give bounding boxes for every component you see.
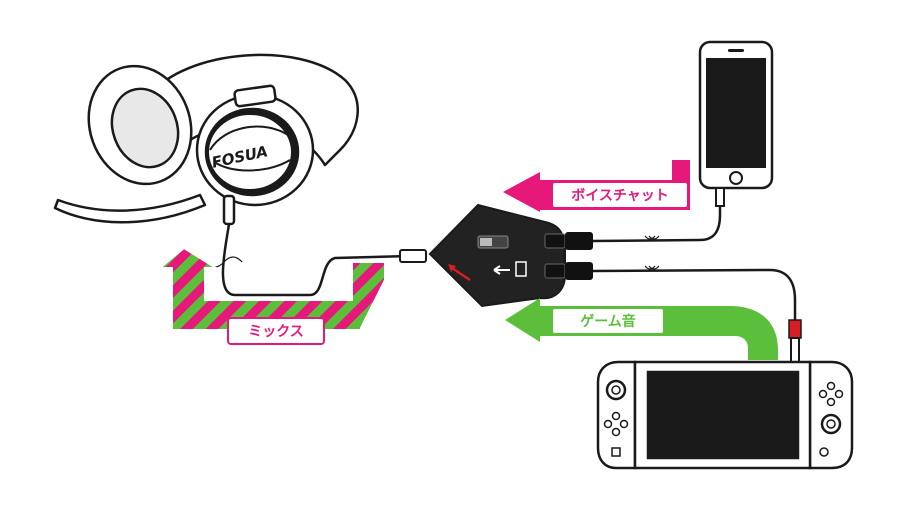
console-plug	[788, 319, 802, 365]
mix-label: ミックス	[248, 324, 304, 340]
game-audio-label-box: ゲーム音	[551, 307, 665, 335]
mix-arrow	[157, 246, 386, 331]
voice-chat-label: ボイスチャット	[571, 188, 668, 204]
mix-label-box: ミックス	[227, 317, 325, 345]
console-cable	[592, 268, 797, 320]
headset-cable	[221, 223, 411, 297]
audio-adapter-icon	[428, 203, 593, 308]
smartphone-icon	[698, 40, 774, 207]
game-console-icon	[596, 360, 854, 470]
phone-cable	[592, 205, 722, 243]
game-audio-label: ゲーム音	[580, 313, 636, 330]
voice-chat-label-box: ボイスチャット	[551, 181, 689, 209]
headset-icon	[53, 53, 359, 226]
